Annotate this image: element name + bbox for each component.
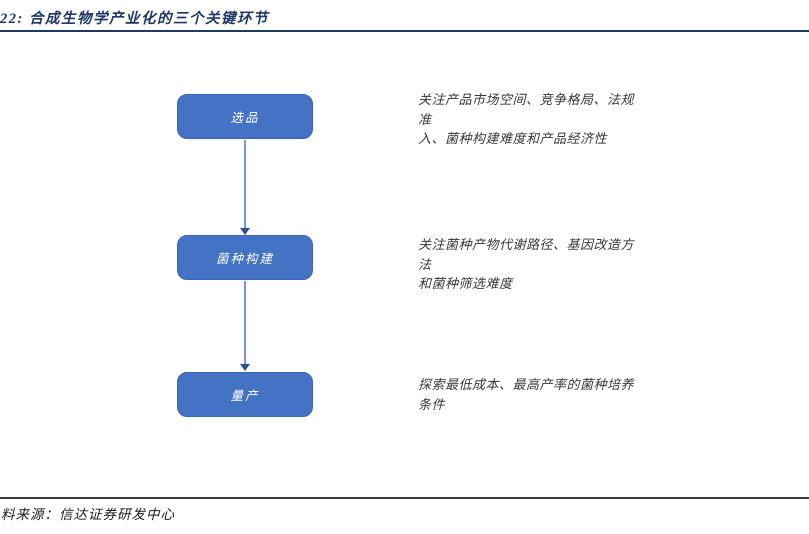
flow-box-label: 菌种构建: [215, 252, 274, 266]
flow-box-label: 选品: [230, 111, 260, 125]
annotation-line: 入、菌种构建难度和产品经济性: [418, 131, 608, 146]
figure-title: 22: 合成生物学产业化的三个关键环节: [0, 11, 269, 27]
connector-line-1: [244, 140, 246, 229]
figure-source: 料来源：信达证券研发中心: [1, 507, 175, 522]
annotation-line: 条件: [418, 396, 446, 412]
annotation-mass-production: 探索最低成本、最高产率的菌种培养 条件: [418, 375, 643, 414]
arrow-down-icon: [240, 364, 250, 371]
annotation-strain-construction: 关注菌种产物代谢路径、基因改造方法 和菌种筛选难度: [418, 235, 643, 294]
flow-box-product-selection: 选品: [177, 94, 313, 139]
arrow-down-icon: [240, 228, 250, 235]
top-rule: [0, 30, 809, 32]
annotation-product-selection: 关注产品市场空间、竞争格局、法规准 入、菌种构建难度和产品经济性: [418, 90, 643, 149]
connector-line-2: [244, 281, 246, 365]
flow-box-label: 量产: [230, 389, 260, 403]
flow-box-mass-production: 量产: [177, 372, 313, 417]
flow-box-strain-construction: 菌种构建: [177, 235, 313, 280]
bottom-rule: [0, 497, 809, 499]
annotation-line: 关注菌种产物代谢路径、基因改造方法: [418, 237, 635, 272]
annotation-line: 探索最低成本、最高产率的菌种培养: [418, 377, 635, 392]
annotation-line: 关注产品市场空间、竞争格局、法规准: [418, 92, 635, 127]
annotation-line: 和菌种筛选难度: [418, 276, 513, 291]
